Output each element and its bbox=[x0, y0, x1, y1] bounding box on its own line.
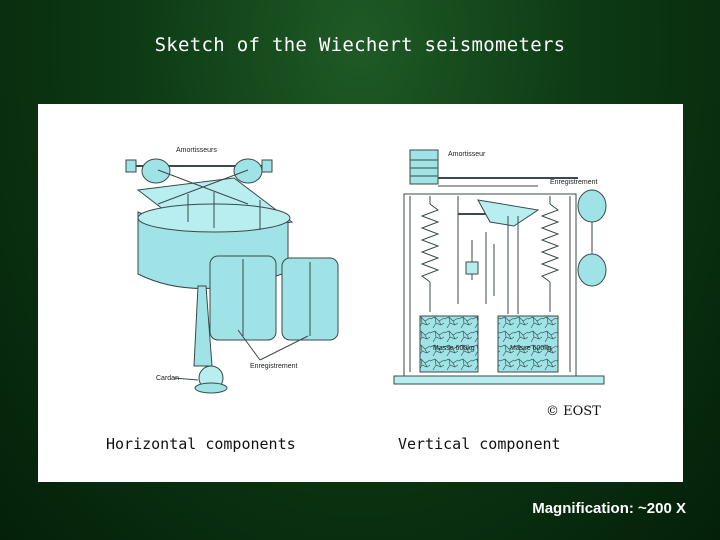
slide-title: Sketch of the Wiechert seismometers bbox=[154, 34, 566, 56]
h-recording-label: Enregistrement bbox=[250, 363, 298, 370]
cardan-label: Cardan bbox=[156, 375, 179, 382]
mass-left-label: Masse 600kg bbox=[433, 345, 475, 352]
vertical-seismometer bbox=[393, 149, 610, 385]
vertical-caption: Vertical component bbox=[398, 435, 561, 453]
mass-right-label: Masse 600kg bbox=[510, 345, 552, 352]
figure-panel: Amortisseurs Enregistrement Cardan bbox=[38, 104, 683, 482]
horizontal-seismometer bbox=[125, 158, 339, 394]
copyright-notice: © EOST bbox=[546, 404, 601, 419]
v-damper-label: Amortisseur bbox=[448, 151, 486, 158]
dampers-label: Amortisseurs bbox=[176, 147, 217, 154]
seismometer-sketch: Amortisseurs Enregistrement Cardan bbox=[125, 147, 610, 394]
v-recording-label: Enregistrement bbox=[550, 179, 598, 186]
magnification-note: Magnification: ~200 X bbox=[532, 500, 686, 517]
horizontal-caption: Horizontal components bbox=[106, 435, 296, 453]
